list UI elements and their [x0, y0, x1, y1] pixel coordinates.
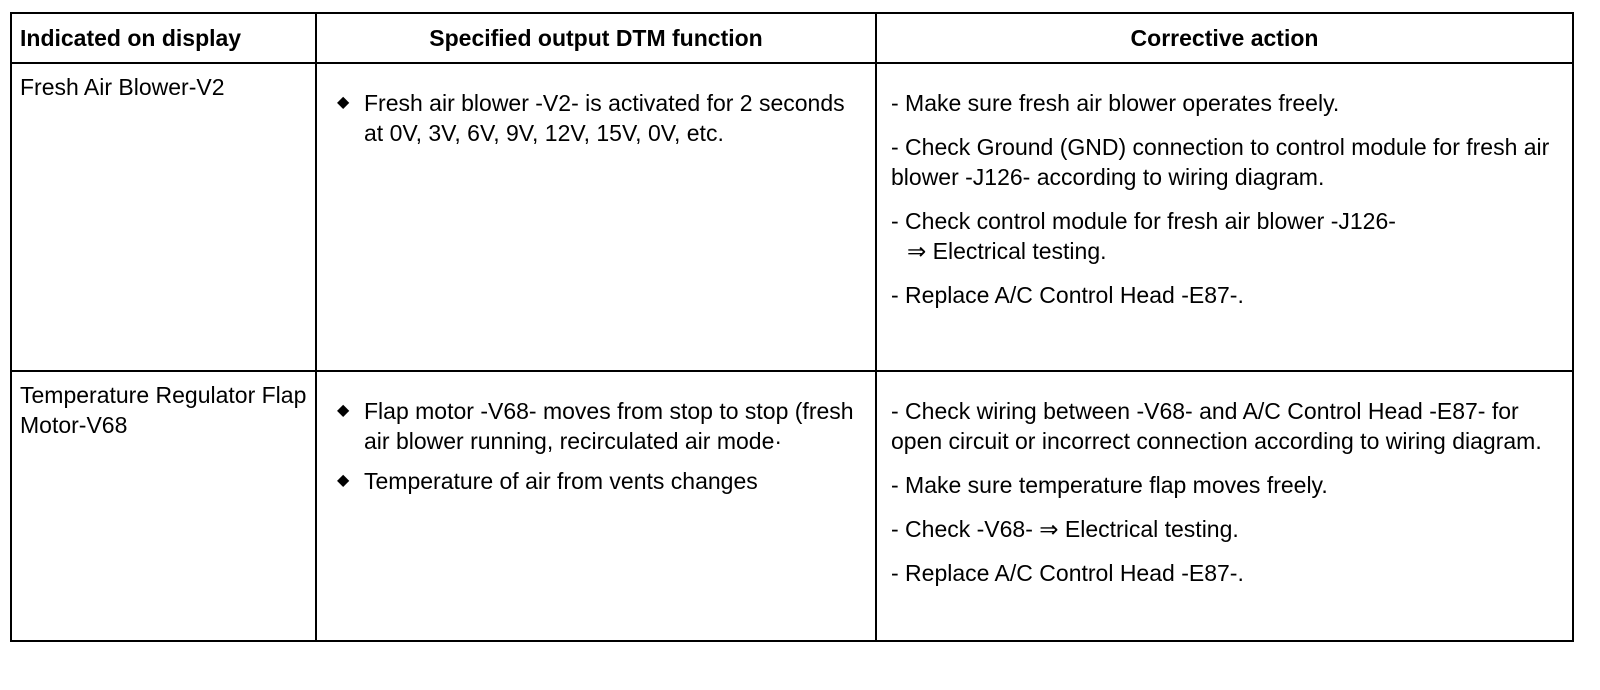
action-item: - Make sure temperature flap moves freel… — [891, 472, 1328, 498]
action-item: - Replace A/C Control Head -E87-. — [891, 560, 1244, 586]
action-continuation: ⇒ Electrical testing. — [907, 238, 1107, 264]
action-cell: - Check wiring between -V68- and A/C Con… — [875, 370, 1574, 642]
function-item: ◆ Temperature of air from vents changes — [337, 466, 865, 496]
action-item: - Check Ground (GND) connection to contr… — [891, 134, 1550, 190]
function-cell: ◆ Fresh air blower -V2- is activated for… — [315, 62, 877, 372]
indicated-cell: Temperature Regulator Flap Motor-V68 — [10, 370, 317, 642]
indicated-cell: Fresh Air Blower-V2 — [10, 62, 317, 372]
bullet-icon: ◆ — [337, 94, 350, 111]
table-row: Temperature Regulator Flap Motor-V68 ◆ F… — [10, 370, 1574, 642]
function-item: ◆ Fresh air blower -V2- is activated for… — [337, 88, 865, 148]
header-indicated: Indicated on display — [10, 12, 317, 64]
function-cell: ◆ Flap motor -V68- moves from stop to st… — [315, 370, 877, 642]
bullet-icon: ◆ — [337, 472, 350, 489]
function-text: Flap motor -V68- moves from stop to stop… — [364, 398, 854, 454]
action-item: - Replace A/C Control Head -E87-. — [891, 282, 1244, 308]
action-item: - Check wiring between -V68- and A/C Con… — [891, 398, 1542, 454]
action-text: - Check control module for fresh air blo… — [891, 208, 1396, 234]
bullet-icon: ◆ — [337, 402, 350, 419]
function-text: Temperature of air from vents changes — [364, 468, 758, 494]
header-specified-function: Specified output DTM function — [315, 12, 877, 64]
table-row: Fresh Air Blower-V2 ◆ Fresh air blower -… — [10, 62, 1574, 372]
header-corrective-action: Corrective action — [875, 12, 1574, 64]
action-item: - Check control module for fresh air blo… — [891, 206, 1560, 266]
function-text: Fresh air blower -V2- is activated for 2… — [364, 90, 845, 146]
function-item: ◆ Flap motor -V68- moves from stop to st… — [337, 396, 865, 456]
action-cell: - Make sure fresh air blower operates fr… — [875, 62, 1574, 372]
action-item: - Check -V68- ⇒ Electrical testing. — [891, 516, 1239, 542]
header-row: Indicated on display Specified output DT… — [10, 12, 1574, 64]
action-item: - Make sure fresh air blower operates fr… — [891, 90, 1340, 116]
dtm-table: Indicated on display Specified output DT… — [10, 12, 1574, 642]
